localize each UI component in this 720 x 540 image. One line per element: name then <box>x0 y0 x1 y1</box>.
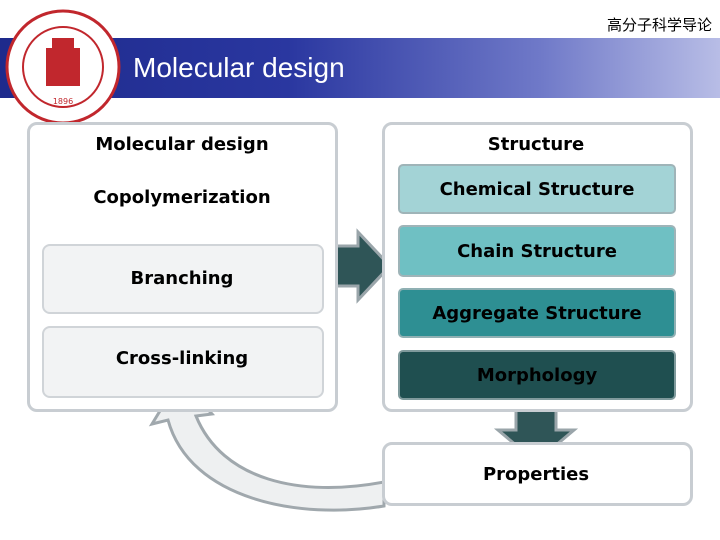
branching-box[interactable] <box>42 244 324 314</box>
svg-text:1896: 1896 <box>53 97 73 106</box>
right-arrow-shape <box>332 228 393 304</box>
course-title: 高分子科学导论 <box>606 16 712 34</box>
copolymerization-label: Copolymerization <box>93 187 271 208</box>
morphology-box[interactable]: Morphology <box>398 350 676 400</box>
molecular-design-heading: Molecular design <box>95 134 269 155</box>
chain-structure-box[interactable]: Chain Structure <box>398 225 676 277</box>
university-seal-logo: 1896 <box>5 9 121 125</box>
branching-label: Branching <box>130 268 234 289</box>
aggregate-structure-box[interactable]: Aggregate Structure <box>398 288 676 338</box>
chemical-structure-box[interactable]: Chemical Structure <box>398 164 676 214</box>
slide-title: Molecular design <box>133 52 345 83</box>
properties-label: Properties <box>482 464 590 485</box>
structure-heading: Structure <box>487 134 585 155</box>
cross-linking-label: Cross-linking <box>115 348 249 369</box>
properties-panel <box>382 442 693 506</box>
cross-linking-box[interactable] <box>42 326 324 398</box>
